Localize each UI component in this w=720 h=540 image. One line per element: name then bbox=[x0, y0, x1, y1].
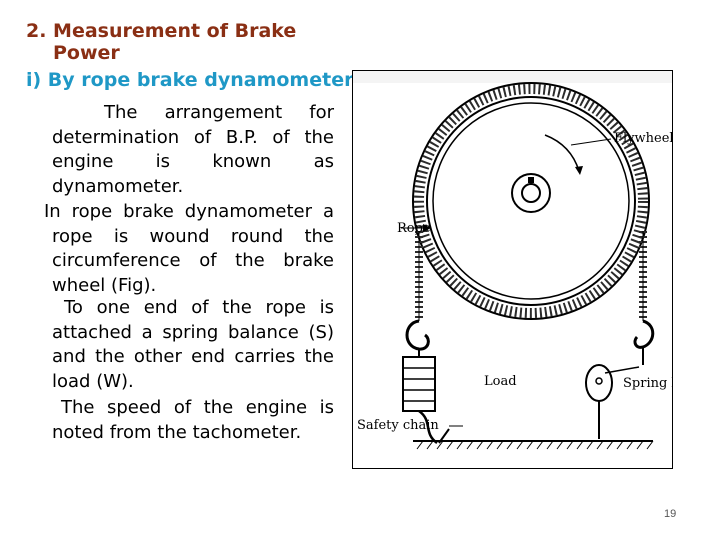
spring-balance-link bbox=[604, 366, 640, 374]
flywheel-shaft bbox=[521, 183, 541, 203]
rope-label: Rope bbox=[397, 221, 431, 236]
slide-heading: 2. Measurement of Brake Power bbox=[26, 20, 346, 64]
flywheel-pointer bbox=[570, 138, 612, 146]
spring-balance-hook bbox=[633, 319, 655, 349]
flywheel-outer-rim bbox=[412, 82, 650, 320]
flywheel-rope-texture bbox=[414, 84, 648, 318]
paragraph-3: To one end of the rope is attached a spr… bbox=[52, 297, 334, 393]
slide-subheading: i) By rope brake dynamometer: bbox=[26, 69, 362, 91]
flywheel-label: Flywheel bbox=[614, 131, 672, 146]
figure-top-shade bbox=[353, 71, 672, 83]
dynamometer-diagram: Flywheel Rope Load Spring balance Safety… bbox=[353, 71, 672, 450]
flywheel-keyway bbox=[528, 177, 534, 183]
safety-chain-label: Safety chain bbox=[357, 418, 439, 433]
dynamometer-figure: Flywheel Rope Load Spring balance Safety… bbox=[352, 70, 673, 469]
load-label: Load bbox=[484, 374, 517, 389]
page-number: 19 bbox=[664, 508, 677, 520]
rotation-arrowhead bbox=[575, 166, 583, 175]
spring-balance-dial bbox=[595, 377, 603, 385]
paragraph-1: The arrangement for determination of B.P… bbox=[52, 102, 334, 198]
spring-balance-label: Spring balance bbox=[623, 376, 672, 391]
flywheel-face bbox=[432, 102, 630, 300]
spring-balance bbox=[585, 364, 613, 402]
paragraph-2-container: In rope brake dynamometer a rope is woun… bbox=[44, 200, 334, 299]
rotation-arrow bbox=[544, 134, 580, 172]
load-hook bbox=[405, 319, 430, 351]
flywheel-hub bbox=[511, 173, 551, 213]
load-weights bbox=[402, 356, 436, 412]
heading-line-1: 2. Measurement of Brake bbox=[26, 20, 297, 42]
paragraph-4: The speed of the engine is noted from th… bbox=[52, 397, 334, 443]
rope-pointer-arrowhead bbox=[423, 224, 431, 232]
heading-line-2: Power bbox=[53, 42, 120, 64]
flywheel-inner-rim bbox=[426, 96, 636, 306]
ground-hatching bbox=[416, 440, 654, 450]
paragraph-2: In rope brake dynamometer a rope is woun… bbox=[44, 201, 334, 297]
